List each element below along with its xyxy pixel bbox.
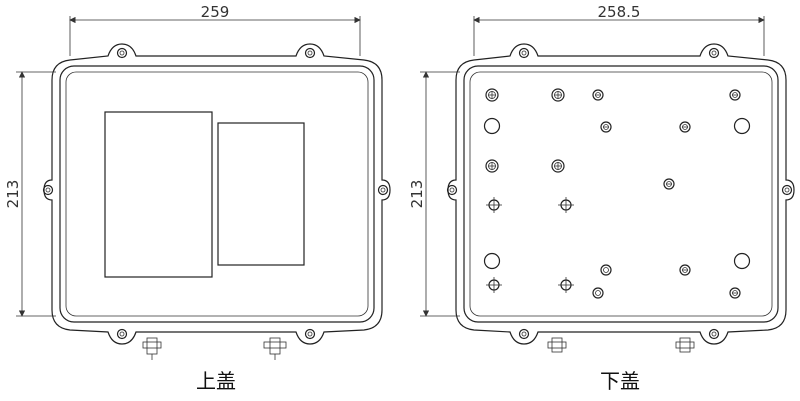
upper-window-left: [104, 111, 213, 278]
upper-cover-drawing: 259 213 上盖: [4, 3, 391, 393]
upper-height-label: 213: [4, 180, 22, 209]
upper-width-label: 259: [201, 3, 230, 21]
upper-connector-right: [263, 337, 287, 360]
upper-screw-hole: [116, 47, 128, 59]
lower-connector-right: [675, 337, 695, 353]
upper-screw-hole: [307, 50, 313, 56]
lower-screw-hole: [708, 47, 720, 59]
lower-width-label: 258.5: [598, 3, 641, 21]
lower-screw-hole: [708, 328, 720, 340]
lower-cover-drawing: 258.5 213 下盖: [408, 3, 795, 393]
upper-cover-rim: [59, 65, 375, 323]
upper-screw-hole: [116, 328, 128, 340]
lower-cover-rim: [463, 65, 779, 323]
lower-screw-hole: [521, 50, 527, 56]
upper-screw-hole: [307, 331, 313, 337]
lower-cover-caption: 下盖: [600, 369, 640, 393]
upper-screw-hole: [45, 187, 51, 193]
lower-screw-hole: [784, 187, 790, 193]
lower-plain-holes: [483, 117, 751, 270]
upper-cover-outer-outline: [43, 43, 391, 345]
lower-screw-hole: [518, 47, 530, 59]
lower-connector-left: [547, 337, 567, 353]
lower-screw-hole: [446, 184, 458, 196]
lower-screw-hole: [711, 331, 717, 337]
upper-window-right: [217, 122, 305, 266]
lower-height-label: 213: [408, 180, 426, 209]
upper-screw-hole: [119, 50, 125, 56]
upper-cover-inner-rim: [65, 71, 369, 317]
upper-screw-hole: [304, 328, 316, 340]
lower-screw-hole: [711, 50, 717, 56]
lower-cover-outer-outline: [447, 43, 795, 345]
upper-screw-hole: [304, 47, 316, 59]
lower-standoffs: [485, 88, 741, 299]
upper-connector-left: [142, 337, 162, 360]
upper-cover-caption: 上盖: [196, 369, 236, 393]
upper-screw-hole: [42, 184, 54, 196]
lower-screw-hole: [518, 328, 530, 340]
lower-screw-hole: [781, 184, 793, 196]
upper-screw-hole: [377, 184, 389, 196]
upper-screw-hole: [380, 187, 386, 193]
upper-screw-hole: [119, 331, 125, 337]
lower-screw-hole: [521, 331, 527, 337]
lower-cross-bosses: [486, 197, 574, 293]
lower-cover-inner-rim: [469, 71, 773, 317]
lower-screw-hole: [449, 187, 455, 193]
